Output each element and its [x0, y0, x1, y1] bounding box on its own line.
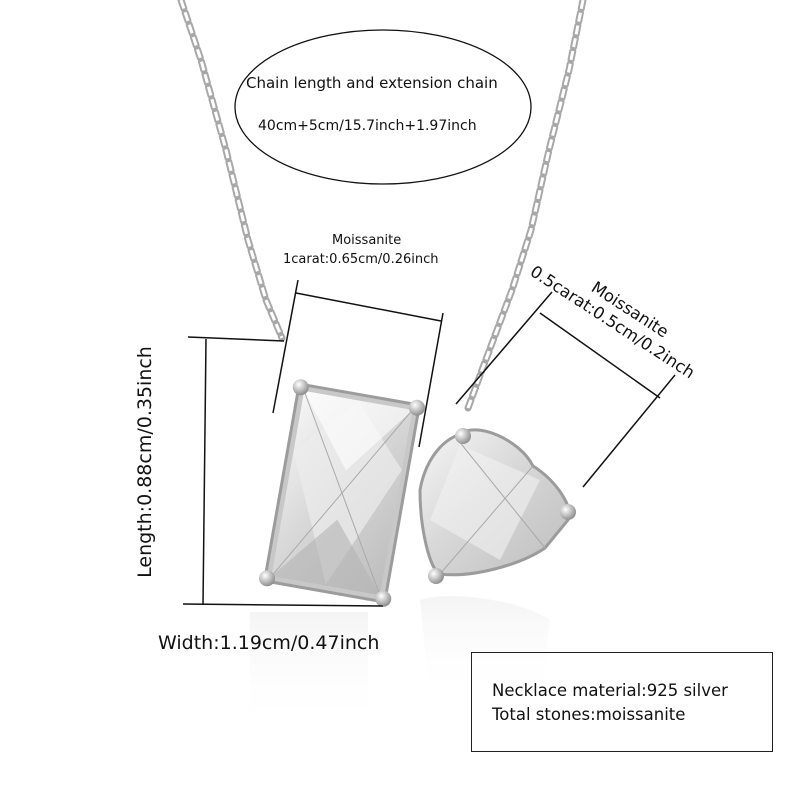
rectangle-stone-size: 1carat:0.65cm/0.26inch [283, 252, 439, 267]
rectangle-stone-name: Moissanite [332, 233, 402, 248]
heart-stone [418, 428, 576, 584]
chain-note-ellipse [234, 29, 532, 185]
length-dimension-lines [182, 336, 384, 607]
stone-reflection [250, 596, 550, 732]
chain-left [177, 0, 286, 342]
length-label: Length:0.88cm/0.35inch [134, 346, 156, 578]
heart-width-lines [455, 291, 676, 488]
width-label: Width:1.19cm/0.47inch [158, 632, 380, 654]
spec-box: Necklace material:925 silver Total stone… [471, 652, 773, 752]
chain-length-value: 40cm+5cm/15.7inch+1.97inch [258, 118, 477, 134]
total-stones-text: Total stones:moissanite [492, 705, 686, 724]
necklace-material-text: Necklace material:925 silver [492, 681, 728, 700]
chain-right [464, 0, 587, 412]
chain-length-title: Chain length and extension chain [246, 74, 498, 92]
rectangle-width-lines [272, 279, 444, 448]
rectangle-stone [259, 379, 425, 607]
